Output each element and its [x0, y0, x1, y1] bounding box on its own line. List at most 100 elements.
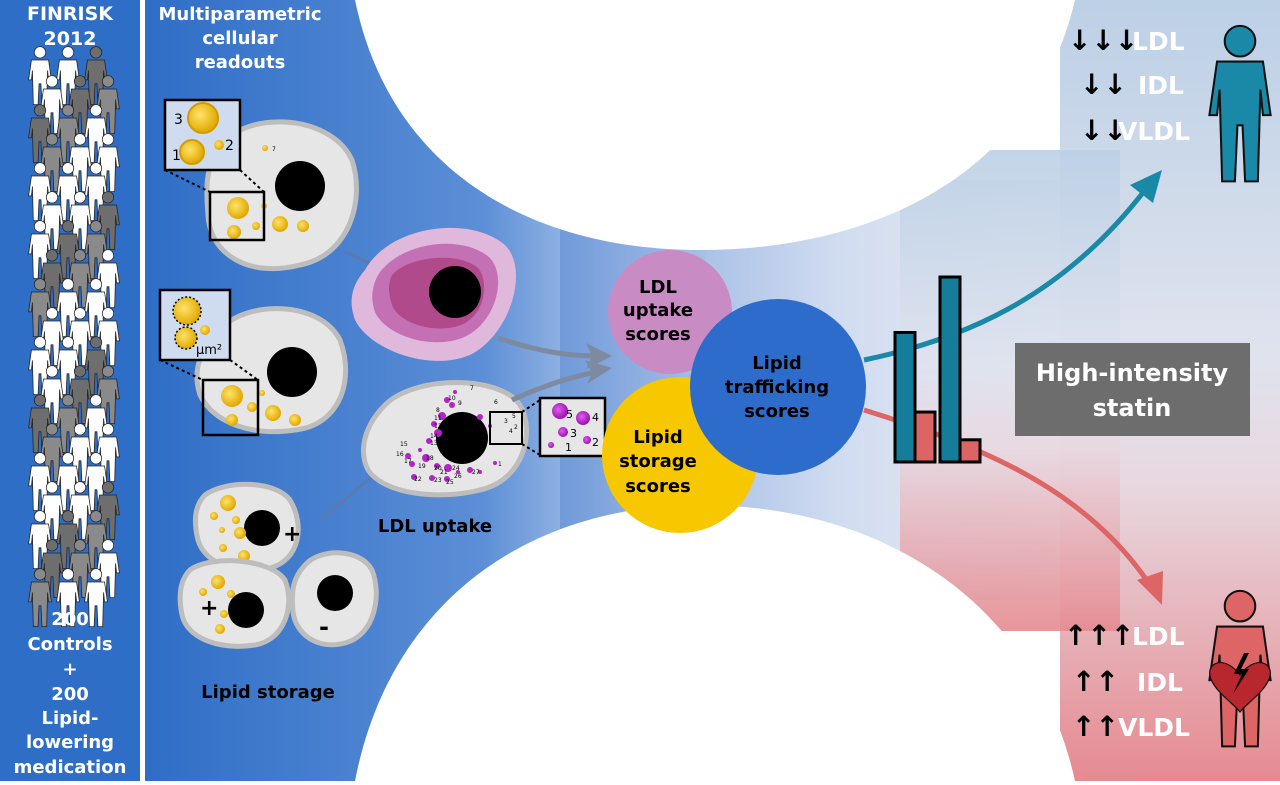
lipid-trafficking-scores-label: trafficking [725, 377, 829, 398]
ldl-cell-number: 6 [494, 399, 498, 406]
ldl-particle [456, 470, 460, 474]
outcome-label: VLDL [1118, 117, 1190, 146]
ldl-cell-number: 1 [498, 461, 502, 468]
ldl-cell-number: 4 [509, 428, 513, 435]
cell-droplet-area: µm² [158, 288, 349, 437]
ldl-particle [409, 461, 415, 467]
ldl-cell-number: 3 [504, 418, 508, 425]
ldl-inset-number: 1 [565, 441, 572, 454]
readouts-title: Multiparametric [158, 4, 321, 25]
person-crowd-icon [28, 46, 120, 628]
cohort-footer-line: + [62, 659, 77, 680]
ldl-cell-number: 7 [470, 385, 474, 392]
outcome-label: LDL [1132, 27, 1185, 56]
lipid-trafficking-scores-circle [690, 299, 866, 475]
ldl-particle [434, 463, 440, 469]
down-arrows-icon: ↓↓ [1080, 68, 1127, 101]
ldl-particle [444, 476, 450, 482]
ldl-uptake-scores-circle [608, 250, 732, 374]
arrow-icon [497, 335, 597, 359]
ldl-particle [411, 474, 417, 480]
cohort-year: 2012 [44, 28, 97, 50]
cohort-footer-line: 200 [51, 609, 89, 630]
ldl-cell-number: 20 [434, 465, 442, 472]
cell-storage-positive-2: + [177, 558, 292, 649]
cell-storage-positive-1: + [192, 481, 301, 573]
ldl-particle [477, 414, 483, 420]
ldl-cell-number: 5 [512, 413, 516, 420]
outcome-label: IDL [1137, 668, 1183, 697]
area-unit-label: µm² [196, 343, 222, 358]
arrow-icon [510, 369, 597, 403]
ldl-cell-number: 15 [400, 441, 408, 448]
svg-text:7: 7 [272, 146, 276, 153]
ldl-cell-number: 25 [446, 479, 454, 486]
readouts-title: cellular [202, 28, 277, 49]
ldl-cell-number: 17 [404, 458, 412, 465]
ldl-particle [453, 390, 457, 394]
ldl-cell-number: 11 [434, 415, 442, 422]
negative-sign: - [319, 613, 329, 641]
ldl-particle [444, 464, 452, 472]
ldl-cell-number: 8 [436, 407, 440, 414]
ldl-particle [405, 453, 411, 459]
ldl-cell-number: 21 [440, 469, 448, 476]
bar [913, 410, 937, 464]
ldl-particle [418, 448, 422, 452]
lipid-trafficking-scores-label: scores [744, 401, 810, 422]
bar [938, 275, 962, 464]
ldl-particle [449, 402, 455, 408]
cohort-footer-line: Controls [27, 634, 112, 655]
cell-lipid-droplets: 7 3 1 2 [163, 98, 359, 272]
ldl-particle [493, 461, 497, 465]
outcome-label: LDL [1132, 622, 1185, 651]
ldl-particle [422, 454, 430, 462]
up-arrows-icon: ↑↑↑ [1064, 619, 1134, 652]
readouts-title: readouts [195, 52, 286, 73]
cohort-footer-line: lowering [26, 732, 114, 753]
ldl-inset-number: 2 [592, 436, 599, 449]
ldl-cell-number: 23 [434, 477, 442, 484]
statin-box [1015, 343, 1250, 436]
droplet-number: 1 [172, 148, 181, 164]
ldl-cell-number: 14 [430, 433, 438, 440]
lipid-storage-scores-label: storage [619, 451, 697, 472]
ldl-particle [467, 467, 473, 473]
ldl-cell-number: 16 [396, 451, 404, 458]
lipid-storage-scores-label: scores [625, 476, 691, 497]
ldl-uptake-label: LDL uptake [378, 516, 492, 537]
up-arrows-icon: ↑↑ [1072, 665, 1119, 698]
ldl-particle [478, 470, 482, 474]
ldl-cell-number: 24 [452, 465, 460, 472]
ldl-cell-number: 9 [458, 400, 462, 407]
cohort-footer-line: medication [14, 757, 127, 778]
ldl-inset-number: 5 [566, 408, 573, 421]
lipid-trafficking-scores-label: Lipid [752, 353, 802, 374]
bar [893, 331, 917, 464]
cell-ldl-pink [351, 227, 517, 361]
ldl-particle [434, 429, 442, 437]
outcome-label: VLDL [1118, 713, 1190, 742]
ldl-cell-number: 22 [414, 476, 422, 483]
ldl-particle [444, 397, 450, 403]
cell-storage-negative: - [289, 550, 379, 648]
statin-label: High-intensity [1036, 359, 1229, 387]
positive-sign: + [200, 596, 218, 621]
ldl-particle [426, 438, 432, 444]
statin-bar-chart [893, 275, 982, 464]
ldl-cell-number: 18 [426, 455, 434, 462]
down-arrows-icon: ↓↓ [1080, 114, 1127, 147]
lipid-storage-scores-label: Lipid [633, 427, 683, 448]
cohort-footer-line: Lipid- [41, 708, 98, 729]
outcome-label: IDL [1138, 71, 1184, 100]
ldl-uptake-scores-label: uptake [623, 300, 693, 321]
cohort-title: FINRISK [27, 3, 114, 25]
positive-sign: + [283, 522, 301, 547]
lipid-storage-label: Lipid storage [201, 682, 335, 703]
ldl-particle [438, 412, 446, 420]
ldl-particle [429, 475, 435, 481]
down-arrows-icon: ↓↓↓ [1068, 24, 1138, 57]
ldl-inset-number: 4 [592, 411, 599, 424]
